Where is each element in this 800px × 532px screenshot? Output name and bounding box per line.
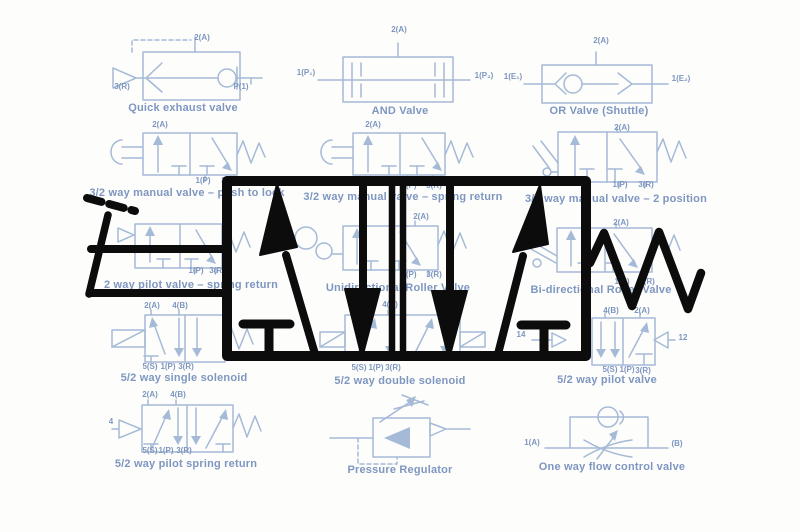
port-label: 2(A) bbox=[613, 218, 629, 227]
symbol-title-manual-valve-2pos: 3/2 way manual valve – 2 position bbox=[524, 193, 708, 205]
sketch-right-up-arrow bbox=[494, 184, 549, 358]
sketch-valve-body bbox=[222, 176, 591, 361]
port-label: 1(P) bbox=[158, 446, 174, 455]
port-label: 3(R) bbox=[178, 362, 194, 371]
port-label: 12 bbox=[678, 333, 688, 342]
symbol-title-and-valve: AND Valve bbox=[371, 105, 429, 117]
port-label: 4(B) bbox=[603, 306, 619, 315]
port-label: 2(A) bbox=[142, 390, 158, 399]
symbol-title-single-solenoid: 5/2 way single solenoid bbox=[120, 372, 248, 384]
bg-manual-valve-spring bbox=[320, 132, 474, 181]
sketch-return-spring bbox=[585, 227, 706, 314]
port-label: 4(B) bbox=[172, 301, 188, 310]
symbol-title-double-solenoid: 5/2 way double solenoid bbox=[334, 375, 466, 387]
bg-pressure-regulator bbox=[329, 394, 471, 465]
port-label: 4 bbox=[108, 417, 114, 426]
symbol-title-pilot-valve: 5/2 way pilot valve bbox=[557, 374, 657, 386]
port-label: 1(P) bbox=[195, 176, 211, 185]
sketch-right-t-port bbox=[516, 320, 571, 358]
port-label: 1(P) bbox=[368, 363, 384, 372]
port-label: 3(R) bbox=[176, 446, 192, 455]
port-label: 5(S) bbox=[142, 362, 158, 371]
port-label: 1(P) bbox=[619, 365, 635, 374]
port-label: 5(S) bbox=[602, 365, 618, 374]
bg-single-solenoid bbox=[111, 309, 254, 363]
port-label: P(1) bbox=[233, 82, 249, 91]
symbol-title-quick-exhaust-valve: Quick exhaust valve bbox=[128, 102, 238, 114]
port-label: 2(A) bbox=[614, 123, 630, 132]
port-label: 5(S) bbox=[351, 363, 367, 372]
symbol-title-one-way-flow-control: One way flow control valve bbox=[538, 461, 686, 473]
port-label: 3(R) bbox=[426, 270, 442, 279]
port-label: 1(E₂) bbox=[671, 74, 691, 83]
port-label: 1(P) bbox=[188, 266, 204, 275]
bg-quick-exhaust-valve bbox=[112, 36, 263, 101]
bg-and-valve bbox=[317, 42, 471, 103]
symbol-title-pilot-spring-return: 5/2 way pilot spring return bbox=[114, 458, 258, 470]
sketch-manual-lever bbox=[83, 194, 227, 298]
port-label: 3(R) bbox=[639, 277, 655, 286]
sketch-left-t-port bbox=[238, 319, 295, 358]
bg-pilot-spring-return bbox=[111, 399, 262, 453]
port-label: 2(A) bbox=[144, 301, 160, 310]
bg-manual-valve-2pos bbox=[532, 126, 687, 188]
port-label: 3(R) bbox=[638, 180, 654, 189]
port-label: 1(P₂) bbox=[474, 71, 494, 80]
bg-or-valve bbox=[523, 51, 669, 104]
symbol-title-pressure-regulator: Pressure Regulator bbox=[347, 464, 453, 476]
sketch-down-arrow-1 bbox=[344, 180, 381, 359]
port-label: 5(S) bbox=[142, 446, 158, 455]
port-label: 3(R) bbox=[209, 266, 225, 275]
port-label: 2(A) bbox=[634, 306, 650, 315]
port-label: 2(A) bbox=[152, 120, 168, 129]
port-label: 2(A) bbox=[365, 120, 381, 129]
port-label: 1(E₁) bbox=[503, 72, 523, 81]
port-label: 3(R) bbox=[114, 82, 130, 91]
port-label: 1(P) bbox=[401, 270, 417, 279]
port-label: 3(R) bbox=[385, 363, 401, 372]
port-label: 4(B) bbox=[170, 390, 186, 399]
symbol-title-pilot-valve-spring: 2 way pilot valve – spring return bbox=[103, 279, 279, 291]
bg-pilot-valve bbox=[531, 312, 676, 366]
port-label: 1(P) bbox=[612, 180, 628, 189]
port-label: 14 bbox=[516, 330, 526, 339]
port-label: 2(A) bbox=[391, 25, 407, 34]
symbol-title-manual-valve-push: 3/2 way manual valve – push to lock bbox=[89, 187, 285, 199]
port-label: 2(A) bbox=[593, 36, 609, 45]
port-label: 1(P) bbox=[160, 362, 176, 371]
bg-one-way-flow-control bbox=[544, 406, 669, 460]
sketch-down-arrow-2 bbox=[431, 180, 468, 360]
port-label: (B) bbox=[671, 439, 683, 448]
port-label: 1(A) bbox=[524, 438, 540, 447]
port-label: 3(R) bbox=[635, 366, 651, 375]
port-label: 2(A) bbox=[194, 33, 210, 42]
symbol-title-or-valve-shuttle: OR Valve (Shuttle) bbox=[549, 105, 649, 117]
bg-manual-valve-push bbox=[110, 132, 266, 182]
port-label: 1(P₁) bbox=[296, 68, 316, 77]
sketch-left-up-arrow bbox=[259, 183, 319, 358]
port-label: 2(A) bbox=[413, 212, 429, 221]
